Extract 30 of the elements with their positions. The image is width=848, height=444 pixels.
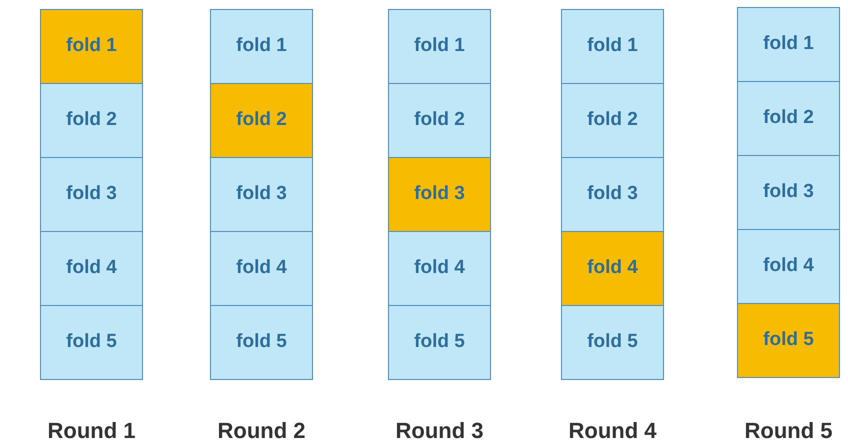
fold-cell: fold 5 xyxy=(561,305,664,380)
fold-cell: fold 5 xyxy=(737,303,840,378)
fold-cell: fold 2 xyxy=(388,83,491,158)
fold-cell: fold 3 xyxy=(737,155,840,230)
fold-cell: fold 5 xyxy=(210,305,313,380)
fold-cell: fold 4 xyxy=(210,231,313,306)
fold-cell: fold 5 xyxy=(40,305,143,380)
fold-cell: fold 5 xyxy=(388,305,491,380)
fold-cell: fold 4 xyxy=(737,229,840,304)
round-label: Round 3 xyxy=(394,417,484,444)
round-label: Round 4 xyxy=(568,417,658,444)
fold-cell: fold 2 xyxy=(561,83,664,158)
fold-cell: fold 1 xyxy=(737,7,840,82)
fold-cell: fold 1 xyxy=(561,9,664,84)
fold-cell: fold 3 xyxy=(210,157,313,232)
fold-cell: fold 4 xyxy=(388,231,491,306)
fold-cell: fold 4 xyxy=(40,231,143,306)
fold-cell: fold 3 xyxy=(561,157,664,232)
round-label: Round 2 xyxy=(216,417,306,444)
round-label: Round 5 xyxy=(744,417,834,444)
round-label: Round 1 xyxy=(46,417,136,444)
fold-cell: fold 2 xyxy=(210,83,313,158)
fold-cell: fold 1 xyxy=(40,9,143,84)
fold-cell: fold 2 xyxy=(40,83,143,158)
fold-cell: fold 3 xyxy=(388,157,491,232)
fold-cell: fold 2 xyxy=(737,81,840,156)
fold-cell: fold 1 xyxy=(210,9,313,84)
fold-cell: fold 1 xyxy=(388,9,491,84)
fold-cell: fold 4 xyxy=(561,231,664,306)
fold-cell: fold 3 xyxy=(40,157,143,232)
